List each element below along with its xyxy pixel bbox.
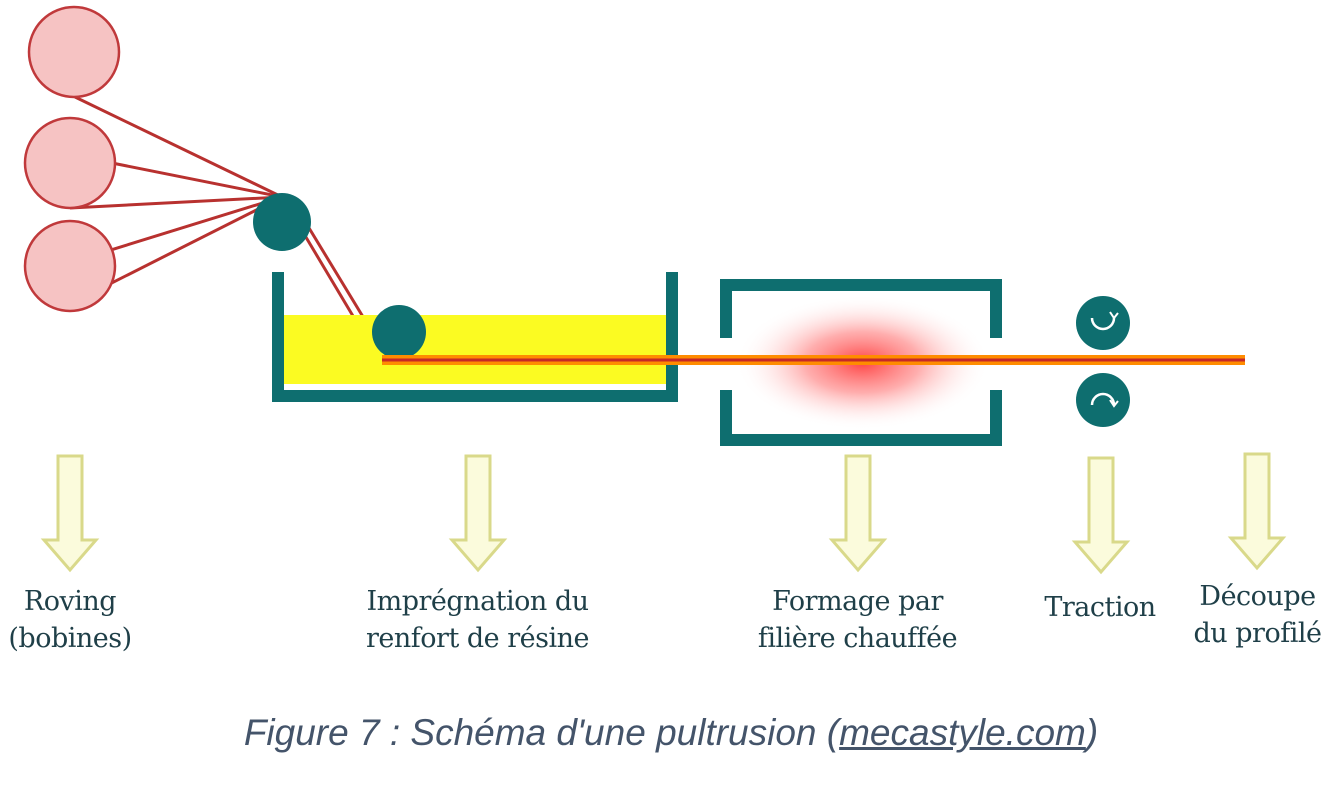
step-label-line: filière chauffée <box>757 623 958 654</box>
puller <box>1076 296 1130 427</box>
step-arrows <box>40 452 1287 575</box>
step-label-line: renfort de résine <box>366 623 589 654</box>
pultrusion-diagram <box>23 5 1287 575</box>
die-top <box>720 279 1002 338</box>
down-arrow-icon <box>1227 452 1287 571</box>
caption-source-link[interactable]: mecastyle.com <box>839 712 1086 753</box>
step-label-line: Imprégnation du <box>366 586 589 617</box>
guide-roller-icon <box>253 193 311 251</box>
step-label-decoupe: Découpe du profilé <box>1180 578 1335 652</box>
step-label-traction: Traction <box>1030 589 1170 626</box>
bath-tank <box>272 272 678 402</box>
guide-roller-icon <box>372 305 426 359</box>
figure-caption: Figure 7 : Schéma d'une pultrusion (meca… <box>0 710 1342 756</box>
bobbin-icon <box>23 219 117 313</box>
down-arrow-icon <box>40 454 100 573</box>
down-arrow-icon <box>1071 456 1131 575</box>
die-bottom <box>720 390 1002 446</box>
step-label-line: Formage par <box>772 586 943 617</box>
step-label-line: Traction <box>1044 592 1156 623</box>
down-arrow-icon <box>828 454 888 573</box>
step-label-impregnation: Imprégnation du renfort de résine <box>345 583 610 657</box>
step-label-line: du profilé <box>1193 618 1322 649</box>
resin-bath <box>272 272 678 402</box>
resin-liquid <box>282 315 668 384</box>
bobbins <box>23 5 121 313</box>
step-label-formage: Formage par filière chauffée <box>740 583 975 657</box>
bobbin-icon <box>23 116 117 210</box>
step-label-line: Roving <box>23 586 117 617</box>
step-label-line: Découpe <box>1199 581 1316 612</box>
caption-text: Figure 7 : Schéma d'une pultrusion ( <box>243 712 840 753</box>
caption-text-end: ) <box>1085 712 1099 753</box>
step-label-line: (bobines) <box>8 623 132 654</box>
puller-roller-icon <box>1076 373 1130 427</box>
step-label-roving: Roving (bobines) <box>0 583 140 657</box>
down-arrow-icon <box>448 454 508 573</box>
bobbin-icon <box>27 5 121 99</box>
puller-roller-icon <box>1076 296 1130 350</box>
